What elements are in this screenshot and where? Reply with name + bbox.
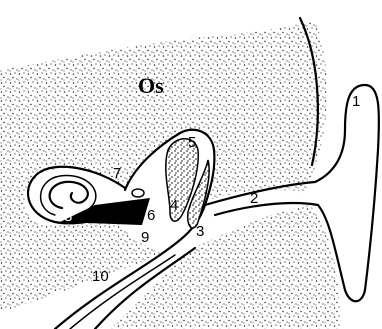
label-3: 3 <box>196 223 204 240</box>
label-2: 2 <box>250 190 258 207</box>
label-7: 7 <box>113 165 121 182</box>
region-label-os: Os <box>138 73 164 98</box>
label-8: 8 <box>64 208 72 225</box>
label-1: 1 <box>352 93 360 110</box>
label-9: 9 <box>141 229 149 246</box>
label-10: 10 <box>92 268 109 285</box>
label-4: 4 <box>170 197 178 214</box>
label-5: 5 <box>188 134 196 151</box>
label-6: 6 <box>147 207 155 224</box>
